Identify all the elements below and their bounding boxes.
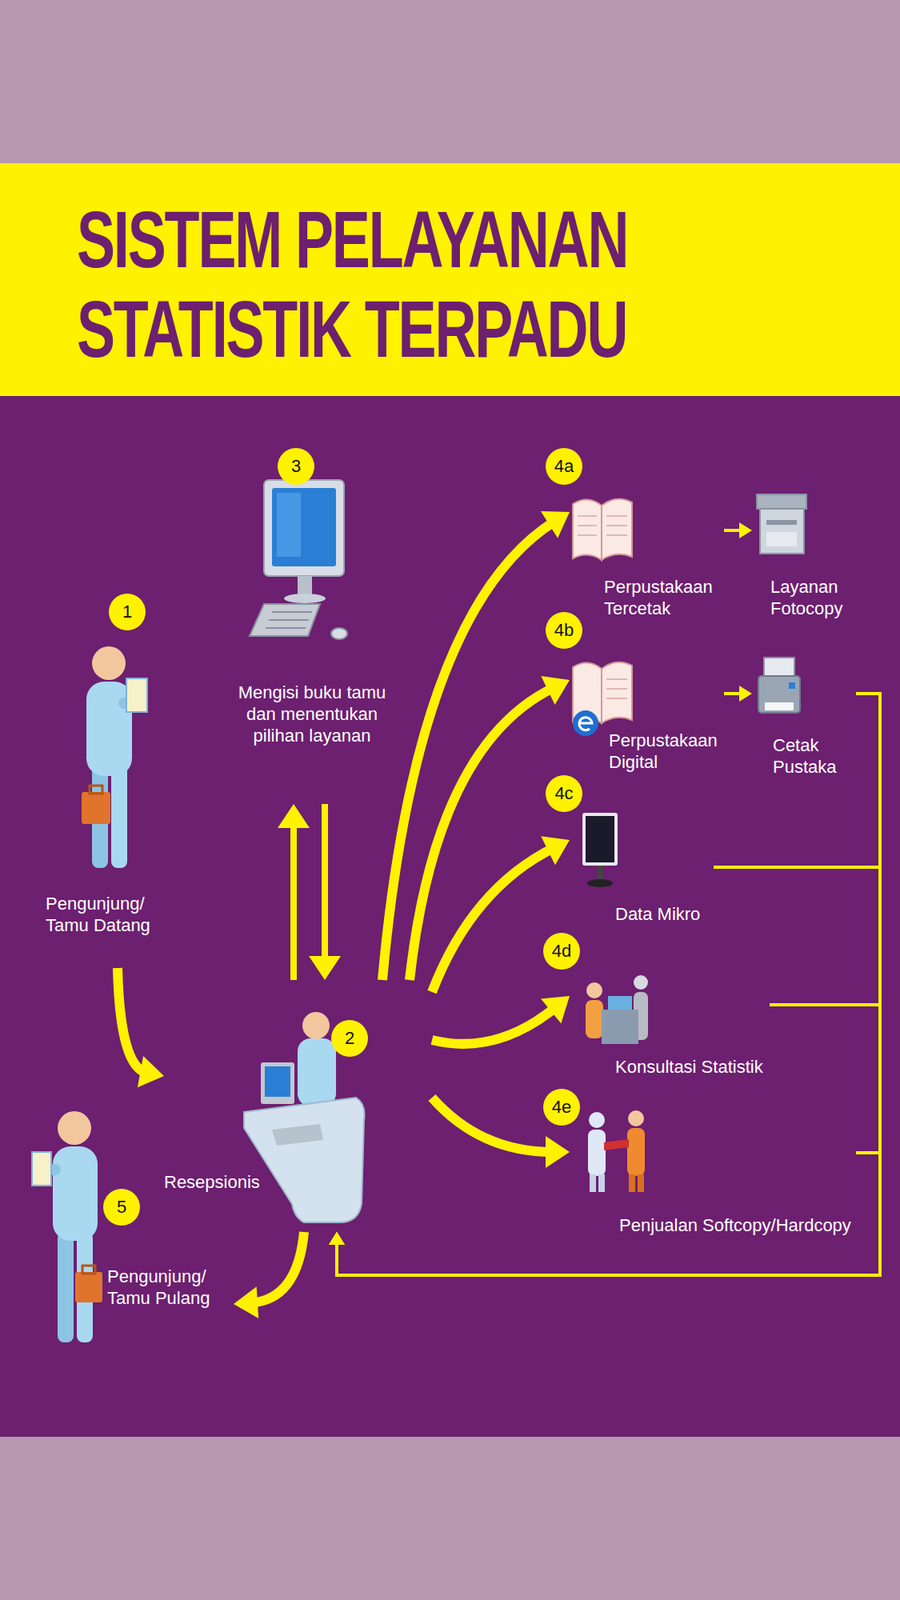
connector-line <box>432 1097 553 1152</box>
arrow-head <box>739 685 752 702</box>
station-label: Resepsionis <box>164 1171 260 1193</box>
connector-line <box>117 968 148 1073</box>
arrow-head <box>540 836 570 865</box>
station-label: Data Mikro <box>615 903 700 925</box>
arrow-head <box>739 522 752 539</box>
diagram-ground <box>0 396 900 1437</box>
station-label: Pengunjung/ Tamu Datang <box>45 892 166 936</box>
printed-library-icon <box>572 499 632 560</box>
visitor-arriving-figure <box>81 646 148 868</box>
diagram-title: SISTEM PELAYANAN STATISTIK TERPADU <box>76 194 653 374</box>
title-band <box>0 163 900 396</box>
connector <box>432 996 570 1044</box>
connector <box>328 867 880 1276</box>
callout-number: 4b <box>545 612 583 649</box>
callout-number: 3 <box>277 448 315 485</box>
connector-line <box>432 1006 557 1044</box>
connector <box>432 836 570 992</box>
station-node: Cetak Pustaka <box>752 648 856 796</box>
arrow-head <box>545 1136 570 1168</box>
station-node: Penjualan Softcopy/Hardcopy <box>569 1116 856 1268</box>
visitor-leaving-figure <box>32 1111 103 1343</box>
station-node: Perpustakaan Tercetak <box>569 484 724 640</box>
callout-number: 4a <box>545 448 583 485</box>
arrow-head <box>308 956 341 980</box>
connector <box>328 1004 880 1276</box>
computer-icon <box>249 480 348 640</box>
callout-number: 5 <box>103 1188 140 1226</box>
callout-number: 4d <box>543 932 580 970</box>
connector <box>328 1152 880 1276</box>
printer-icon <box>758 657 800 713</box>
connector-line <box>336 693 880 1276</box>
arrow-head <box>540 996 570 1024</box>
connector <box>724 685 752 702</box>
station-node: Data Mikro <box>569 804 714 936</box>
arrow-head <box>137 1056 164 1088</box>
connector-line <box>290 820 297 980</box>
connector-line <box>336 1152 880 1276</box>
connector-line <box>321 804 328 964</box>
connector <box>724 522 752 539</box>
station-label: Pengunjung/ Tamu Pulang <box>107 1265 228 1309</box>
station-node: Konsultasi Statistik <box>569 964 770 1088</box>
handshake-icon <box>588 1110 645 1192</box>
station-label: Perpustakaan Digital <box>608 729 724 773</box>
connector-line <box>336 1004 880 1276</box>
monitor-icon <box>582 812 618 888</box>
station-node: Mengisi buku tamu dan menentukan pilihan… <box>216 460 408 804</box>
connector-line <box>250 1232 304 1304</box>
arrow-head <box>233 1286 259 1319</box>
arrow-head <box>328 1232 345 1245</box>
callout-number: 4c <box>545 775 583 812</box>
arrow-head <box>540 511 570 539</box>
connector <box>308 804 341 980</box>
callout-number: 4e <box>543 1088 580 1126</box>
digital-library-icon <box>572 662 632 736</box>
copier-icon <box>756 494 807 554</box>
station-node: Layanan Fotocopy <box>752 484 857 640</box>
station-label: Mengisi buku tamu dan menentukan pilihan… <box>232 681 392 747</box>
connector-line <box>409 687 555 980</box>
station-label: Layanan Fotocopy <box>770 576 851 620</box>
station-label: Cetak Pustaka <box>772 734 849 778</box>
station-node: Perpustakaan Digital <box>569 648 724 792</box>
arrow-head <box>277 804 310 828</box>
connector <box>328 693 880 1276</box>
station-node: Pengunjung/ Tamu Pulang <box>24 1236 234 1352</box>
connector-line <box>432 847 555 992</box>
station-node: Resepsionis <box>164 980 432 1232</box>
connector-line <box>336 867 880 1276</box>
station-label: Konsultasi Statistik <box>615 1056 764 1078</box>
callout-number: 1 <box>108 593 146 631</box>
callout-number: 2 <box>331 1020 368 1057</box>
connector <box>117 968 164 1088</box>
station-label: Penjualan Softcopy/Hardcopy <box>619 1214 852 1236</box>
arrow-head <box>328 1232 345 1245</box>
arrow-head <box>540 676 570 705</box>
arrow-head <box>328 1232 345 1245</box>
connector <box>233 1232 304 1319</box>
connector <box>277 804 310 980</box>
station-label: Perpustakaan Tercetak <box>604 576 720 620</box>
station-node: Pengunjung/ Tamu Datang <box>44 640 172 968</box>
connector <box>409 676 570 980</box>
consultation-icon <box>585 975 648 1044</box>
connector-line <box>382 520 556 980</box>
arrow-head <box>328 1232 345 1245</box>
